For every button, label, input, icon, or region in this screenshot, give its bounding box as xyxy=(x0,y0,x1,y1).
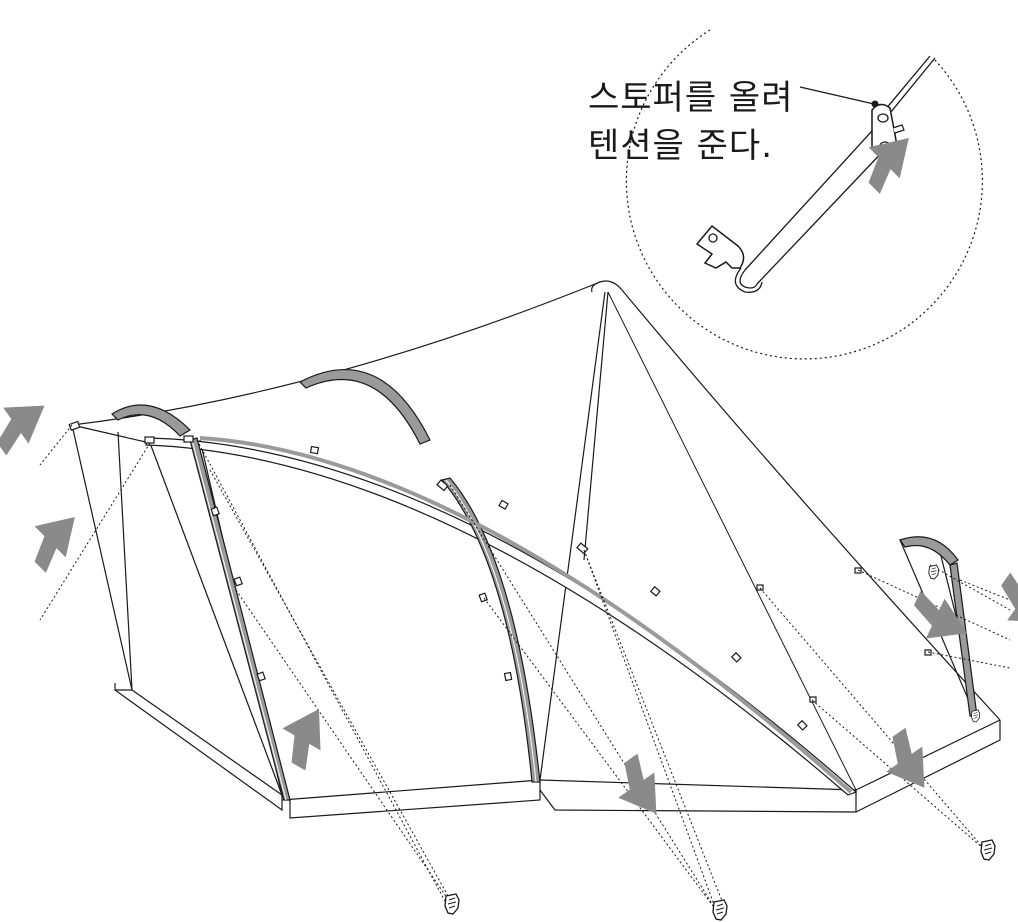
callout-leader xyxy=(799,86,875,105)
tent-poles xyxy=(111,368,978,801)
peg-icon xyxy=(712,899,728,921)
tension-arrow-icon xyxy=(0,387,58,458)
peg-icon xyxy=(980,839,996,861)
tension-arrow-icon xyxy=(603,752,675,827)
peg-icon xyxy=(971,709,981,723)
peg-icon xyxy=(928,564,940,580)
instruction-line-2: 텐션을 준다. xyxy=(588,126,774,166)
tent-body xyxy=(71,280,1001,819)
hook-icon xyxy=(695,224,745,269)
tension-arrow-icon xyxy=(871,726,943,801)
peg-icon xyxy=(444,893,460,915)
instruction-line-1: 스토퍼를 올려 xyxy=(588,78,794,118)
guyline-rope xyxy=(885,57,936,119)
guylines xyxy=(39,424,1011,911)
instruction-caption: 스토퍼를 올려 텐션을 준다. xyxy=(588,74,794,170)
tension-arrow-icon xyxy=(16,501,91,575)
detail-zoom-circle xyxy=(625,29,983,360)
